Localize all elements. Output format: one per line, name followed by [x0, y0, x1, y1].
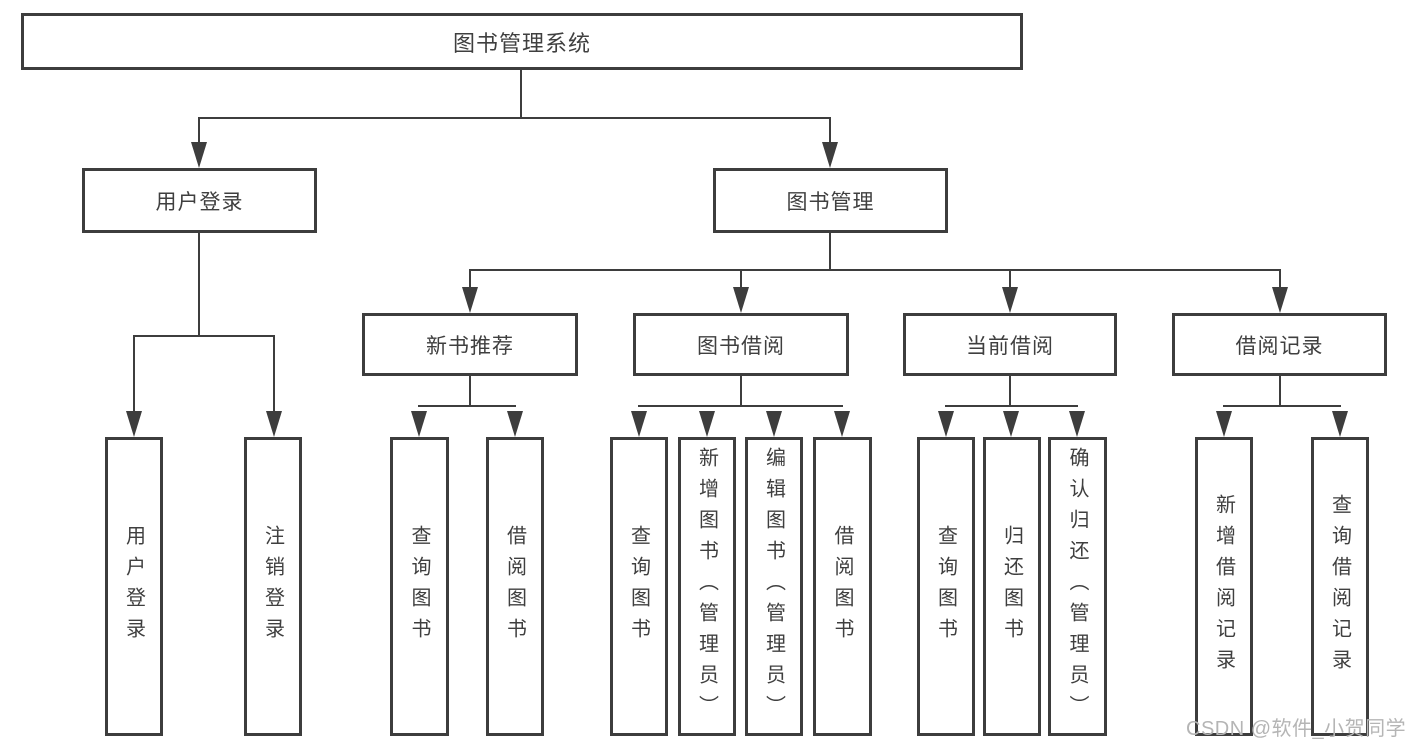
leaf-add-book-admin: 新增图书（管理员） — [678, 437, 736, 736]
node-borrow-records: 借阅记录 — [1172, 313, 1387, 376]
leaf-confirm-return-admin: 确认归还（管理员） — [1048, 437, 1107, 736]
leaf-query-book-recommend: 查询图书 — [390, 437, 449, 736]
arrowhead-login-leaf-icon — [126, 411, 142, 437]
leaf-label: 用户登录 — [122, 524, 145, 649]
leaf-borrow-book-recommend: 借阅图书 — [486, 437, 544, 736]
arrowhead-edit-book-c3-icon — [766, 411, 782, 437]
leaf-label: 借阅图书 — [831, 524, 853, 649]
node-book-management: 图书管理 — [713, 168, 948, 233]
node-library-management-system: 图书管理系统 — [21, 13, 1023, 70]
leaf-label: 借阅图书 — [503, 524, 526, 649]
node-label: 图书借阅 — [697, 334, 785, 358]
connector-drop-user-login — [198, 117, 200, 157]
arrowhead-current-borrow-icon — [1002, 287, 1018, 313]
leaf-label: 新增借阅记录 — [1212, 493, 1235, 680]
connector-borrow-records-stem — [1279, 376, 1281, 407]
connector-root-stem — [520, 70, 522, 118]
connector-new-book-stem — [469, 376, 471, 407]
connector-book-management-stem — [829, 233, 831, 271]
node-label: 新书推荐 — [426, 334, 514, 358]
arrowhead-query-book-b1-icon — [411, 411, 427, 437]
leaf-add-borrow-record: 新增借阅记录 — [1195, 437, 1253, 736]
arrowhead-borrow-records-icon — [1272, 287, 1288, 313]
arrowhead-borrow-book-b2-icon — [507, 411, 523, 437]
connector-drop-new-book — [469, 269, 471, 299]
leaf-label: 编辑图书（管理员） — [762, 447, 785, 726]
connector-level3-rail — [469, 269, 1281, 271]
leaf-label: 确认归还（管理员） — [1066, 447, 1088, 726]
node-label: 图书管理系统 — [452, 30, 591, 56]
leaf-query-book-borrow: 查询图书 — [610, 437, 668, 736]
leaf-label: 查询图书 — [934, 524, 957, 649]
connector-current-borrow-rail — [945, 405, 1078, 407]
leaf-query-borrow-record: 查询借阅记录 — [1311, 437, 1369, 736]
node-book-borrow: 图书借阅 — [633, 313, 849, 376]
arrowhead-confirm-return-d3-icon — [1069, 411, 1085, 437]
arrowhead-borrow-book-c4-icon — [834, 411, 850, 437]
leaf-label: 查询图书 — [627, 524, 650, 649]
leaf-borrow-book: 借阅图书 — [813, 437, 872, 736]
leaf-label: 查询借阅记录 — [1328, 493, 1351, 680]
node-label: 借阅记录 — [1235, 334, 1324, 358]
arrowhead-add-record-e1-icon — [1216, 411, 1232, 437]
csdn-watermark: CSDN @软件_小贺同学 — [1186, 718, 1405, 740]
arrowhead-new-book-icon — [462, 287, 478, 313]
node-label: 当前借阅 — [966, 334, 1054, 358]
leaf-user-login: 用户登录 — [105, 437, 163, 736]
arrowhead-add-book-c2-icon — [699, 411, 715, 437]
connector-new-book-rail — [418, 405, 516, 407]
arrowhead-query-book-d1-icon — [938, 411, 954, 437]
connector-drop-borrow-records — [1279, 269, 1281, 299]
arrowhead-user-login-icon — [191, 142, 207, 168]
leaf-label: 归还图书 — [1000, 524, 1023, 649]
connector-root-rail — [198, 117, 831, 119]
connector-drop-book-management — [829, 117, 831, 157]
arrowhead-book-borrow-icon — [733, 287, 749, 313]
connector-book-borrow-stem — [740, 376, 742, 407]
node-label: 图书管理 — [786, 190, 875, 214]
connector-drop-book-borrow — [740, 269, 742, 299]
arrowhead-book-management-icon — [822, 142, 838, 168]
connector-drop-current-borrow — [1009, 269, 1011, 299]
node-user-login: 用户登录 — [82, 168, 317, 233]
connector-user-login-rail — [133, 335, 275, 337]
connector-drop-login-leaf — [133, 335, 135, 419]
leaf-query-book-current: 查询图书 — [917, 437, 975, 736]
connector-current-borrow-stem — [1009, 376, 1011, 407]
leaf-logout: 注销登录 — [244, 437, 302, 736]
arrowhead-logout-leaf-icon — [266, 411, 282, 437]
connector-borrow-records-rail — [1223, 405, 1341, 407]
arrowhead-query-record-e2-icon — [1332, 411, 1348, 437]
node-label: 用户登录 — [155, 190, 244, 214]
leaf-label: 注销登录 — [261, 524, 284, 649]
connector-book-borrow-rail — [638, 405, 843, 407]
node-current-borrow: 当前借阅 — [903, 313, 1117, 376]
leaf-label: 查询图书 — [408, 524, 430, 649]
arrowhead-return-book-d2-icon — [1003, 411, 1019, 437]
arrowhead-query-book-c1-icon — [631, 411, 647, 437]
node-new-book-recommend: 新书推荐 — [362, 313, 578, 376]
connector-drop-logout-leaf — [273, 335, 275, 419]
leaf-return-book: 归还图书 — [983, 437, 1041, 736]
leaf-edit-book-admin: 编辑图书（管理员） — [745, 437, 803, 736]
connector-user-login-stem — [198, 233, 200, 337]
leaf-label: 新增图书（管理员） — [695, 447, 718, 726]
